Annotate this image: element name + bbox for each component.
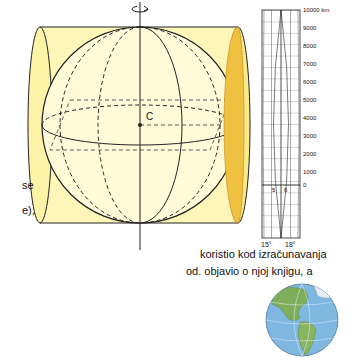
scale-value: 3000 xyxy=(303,133,316,139)
center-label: C xyxy=(146,112,153,122)
meridian-label: 18° xyxy=(285,241,296,248)
scale-value: 7000 xyxy=(303,61,316,67)
scale-value: 2000 xyxy=(303,151,316,157)
page-text: se xyxy=(22,180,34,191)
scale-value: 5000 xyxy=(303,97,316,103)
scale-value: 4000 xyxy=(303,115,316,121)
projection-strip xyxy=(262,10,300,238)
scale-value: 9000 xyxy=(303,25,316,31)
rotation-axis xyxy=(132,2,148,250)
scale-value: 10000 km xyxy=(303,7,329,13)
meridian-label: 15° xyxy=(261,241,272,248)
page-text: od. objavio o njoj knjigu, a xyxy=(186,266,313,277)
scale-value: 0 xyxy=(303,182,306,188)
page-text: e), xyxy=(22,205,35,216)
page-text: koristio kod izračunavanja xyxy=(200,249,327,260)
globe xyxy=(266,284,338,356)
cylinder xyxy=(28,27,238,223)
scale-value: 8000 xyxy=(303,43,316,49)
zone-number: 6 xyxy=(284,187,287,193)
zone-number: 5 xyxy=(272,187,275,193)
cylinder-end xyxy=(224,27,250,223)
scale-value: 6000 xyxy=(303,79,316,85)
scale-value: 1000 xyxy=(303,169,316,175)
